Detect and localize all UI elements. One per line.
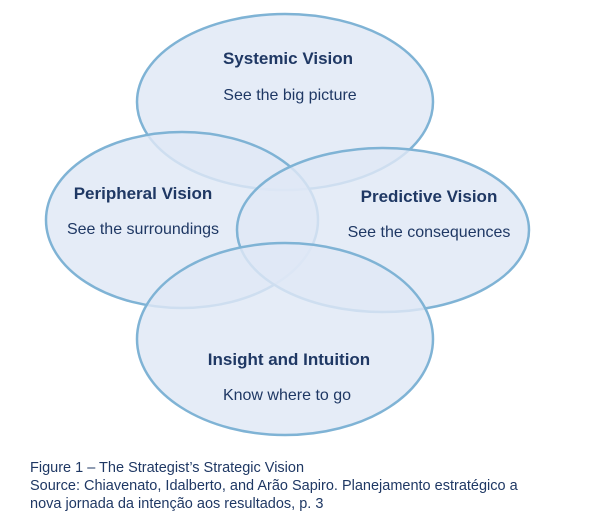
systemic-vision-title: Systemic Vision xyxy=(223,49,353,68)
caption-source: Source: Chiavenato, Idalberto, and Arão … xyxy=(30,478,518,494)
vision-diagram: Systemic Vision See the big picture Peri… xyxy=(44,12,531,437)
insight-intuition-title: Insight and Intuition xyxy=(208,350,370,369)
predictive-vision-subtitle: See the consequences xyxy=(348,224,511,241)
figure-caption: Figure 1 – The Strategist’s Strategic Vi… xyxy=(30,459,585,513)
peripheral-vision-title: Peripheral Vision xyxy=(74,184,213,203)
caption-source-continued: nova jornada da intenção aos resultados,… xyxy=(30,496,324,512)
systemic-vision-subtitle: See the big picture xyxy=(223,87,357,104)
predictive-vision-title: Predictive Vision xyxy=(361,187,498,206)
caption-title: Figure 1 – The Strategist’s Strategic Vi… xyxy=(30,460,305,476)
insight-intuition-ellipse xyxy=(135,241,435,437)
insight-intuition-subtitle: Know where to go xyxy=(223,387,351,404)
peripheral-vision-subtitle: See the surroundings xyxy=(67,221,219,238)
